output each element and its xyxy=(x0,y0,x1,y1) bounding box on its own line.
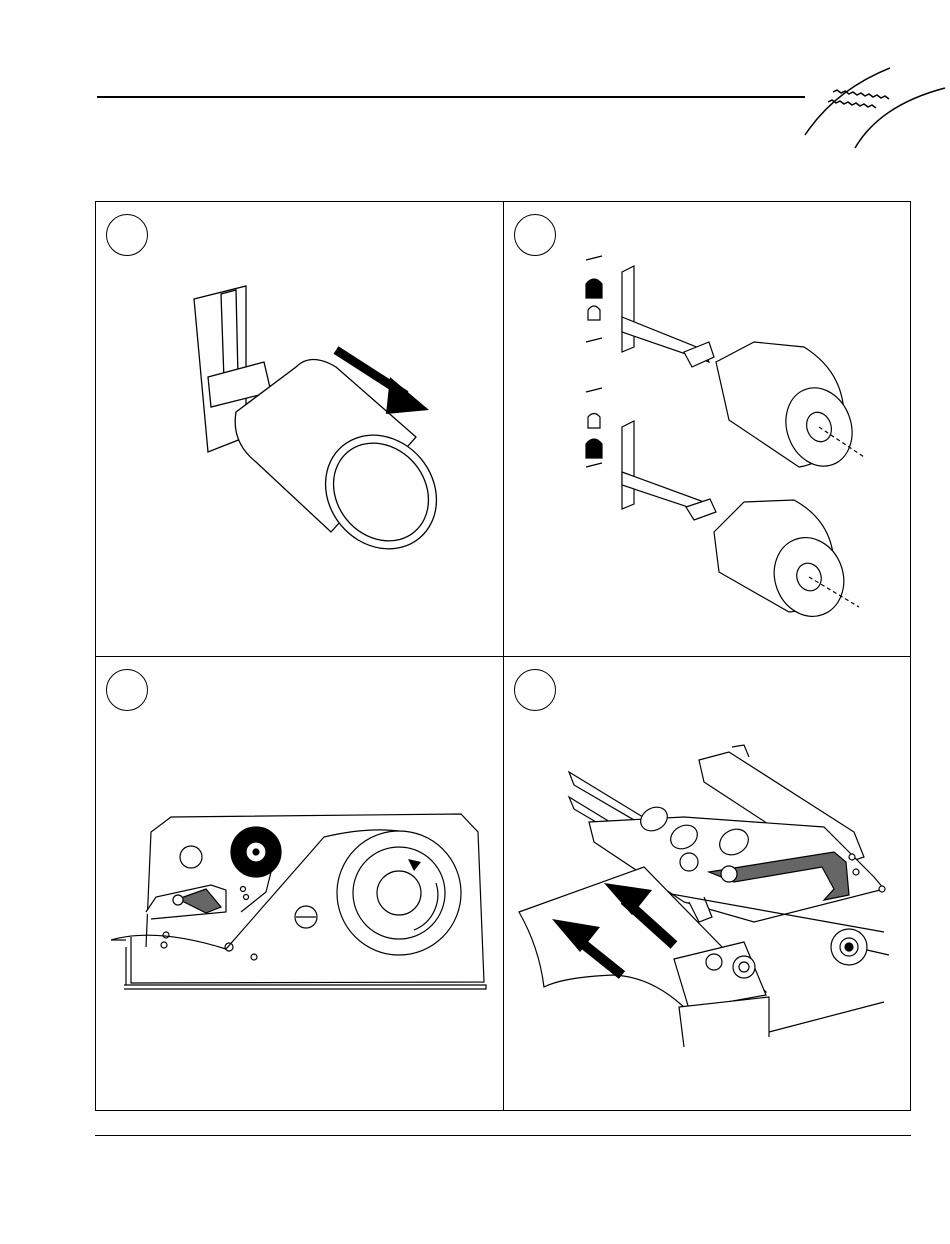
media-feed-illustration xyxy=(504,657,910,1110)
header-rule xyxy=(97,96,805,98)
instruction-grid xyxy=(95,201,911,1111)
step-panel-4 xyxy=(504,657,910,1110)
corner-logo-icon xyxy=(795,60,950,150)
step-panel-3 xyxy=(96,657,504,1110)
media-path-illustration xyxy=(96,657,504,1110)
step-panel-2 xyxy=(504,202,910,657)
holder-positions-illustration xyxy=(504,202,910,657)
roll-mount-illustration xyxy=(96,202,504,657)
step-panel-1 xyxy=(96,202,504,657)
footer-rule xyxy=(95,1135,911,1136)
